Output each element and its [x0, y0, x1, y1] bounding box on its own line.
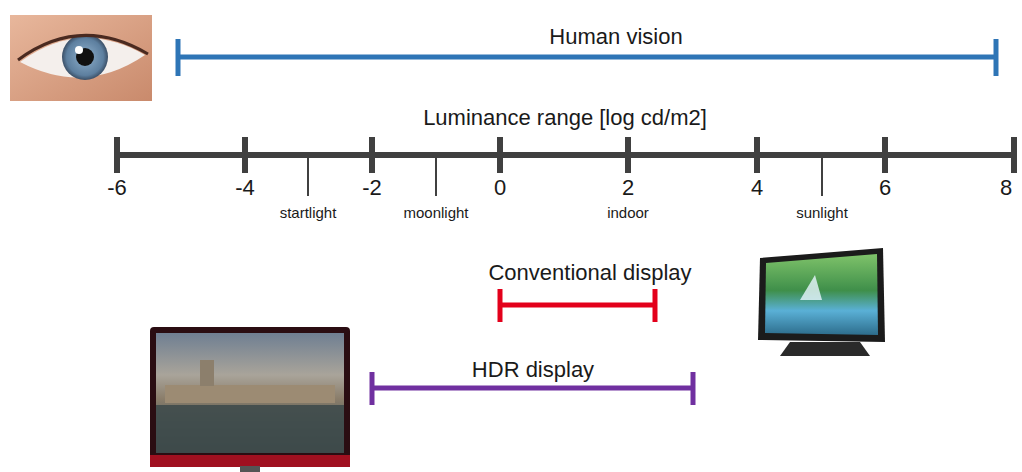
tick-number: 4: [751, 175, 763, 200]
scene-label: startlight: [280, 204, 337, 221]
eye-glint: [75, 46, 83, 54]
major-tick: [497, 137, 503, 173]
tick-number: -6: [107, 175, 127, 200]
tv-bezel: [150, 455, 350, 467]
range-cap: [498, 289, 503, 322]
range-bar: [500, 303, 655, 308]
tv-screen: [156, 333, 344, 453]
minor-tick: [307, 155, 309, 196]
range-cap: [370, 372, 375, 405]
major-tick: [625, 137, 631, 173]
range-title: Conventional display: [488, 260, 691, 285]
conventional-display-bar: [500, 289, 655, 322]
range-bar: [372, 386, 693, 391]
tv-frame: [758, 248, 885, 342]
hdr-tv-picture: [150, 327, 350, 472]
scene-label: sunlight: [796, 204, 848, 221]
eye-skin: [10, 15, 152, 101]
conventional-tv-picture: [758, 248, 885, 356]
tick-number: 8: [1000, 175, 1012, 200]
tower: [200, 360, 214, 386]
major-tick: [882, 137, 888, 173]
tv-stand: [240, 466, 260, 472]
tv-frame: [150, 327, 350, 467]
range-bar: [178, 55, 996, 60]
scene-label: indoor: [607, 204, 649, 221]
tick-number: 2: [622, 175, 634, 200]
axis-line: [117, 152, 1014, 158]
major-tick: [754, 137, 760, 173]
range-cap: [994, 39, 999, 76]
tick-number: 6: [879, 175, 891, 200]
tick-number: 0: [494, 175, 506, 200]
major-tick: [1011, 137, 1017, 173]
major-tick: [369, 137, 375, 173]
tick-number: -4: [235, 175, 255, 200]
range-title: Human vision: [549, 24, 682, 49]
axis-title: Luminance range [log cd/m2]: [423, 105, 707, 130]
major-tick: [114, 137, 120, 173]
minor-tick: [435, 155, 437, 196]
river: [156, 405, 344, 453]
major-tick: [242, 137, 248, 173]
eye-iris: [62, 34, 108, 80]
waterfall: [800, 275, 822, 300]
eye-picture: [10, 15, 152, 101]
range-cap: [653, 289, 658, 322]
tv-stand: [780, 342, 870, 356]
buildings: [165, 385, 335, 403]
tick-number: -2: [362, 175, 382, 200]
range-title: HDR display: [472, 357, 594, 382]
minor-tick: [821, 155, 823, 196]
range-cap: [176, 39, 181, 76]
eye-lid: [18, 35, 148, 60]
range-cap: [691, 372, 696, 405]
scene-label: moonlight: [403, 204, 468, 221]
tv-screen: [765, 254, 878, 335]
